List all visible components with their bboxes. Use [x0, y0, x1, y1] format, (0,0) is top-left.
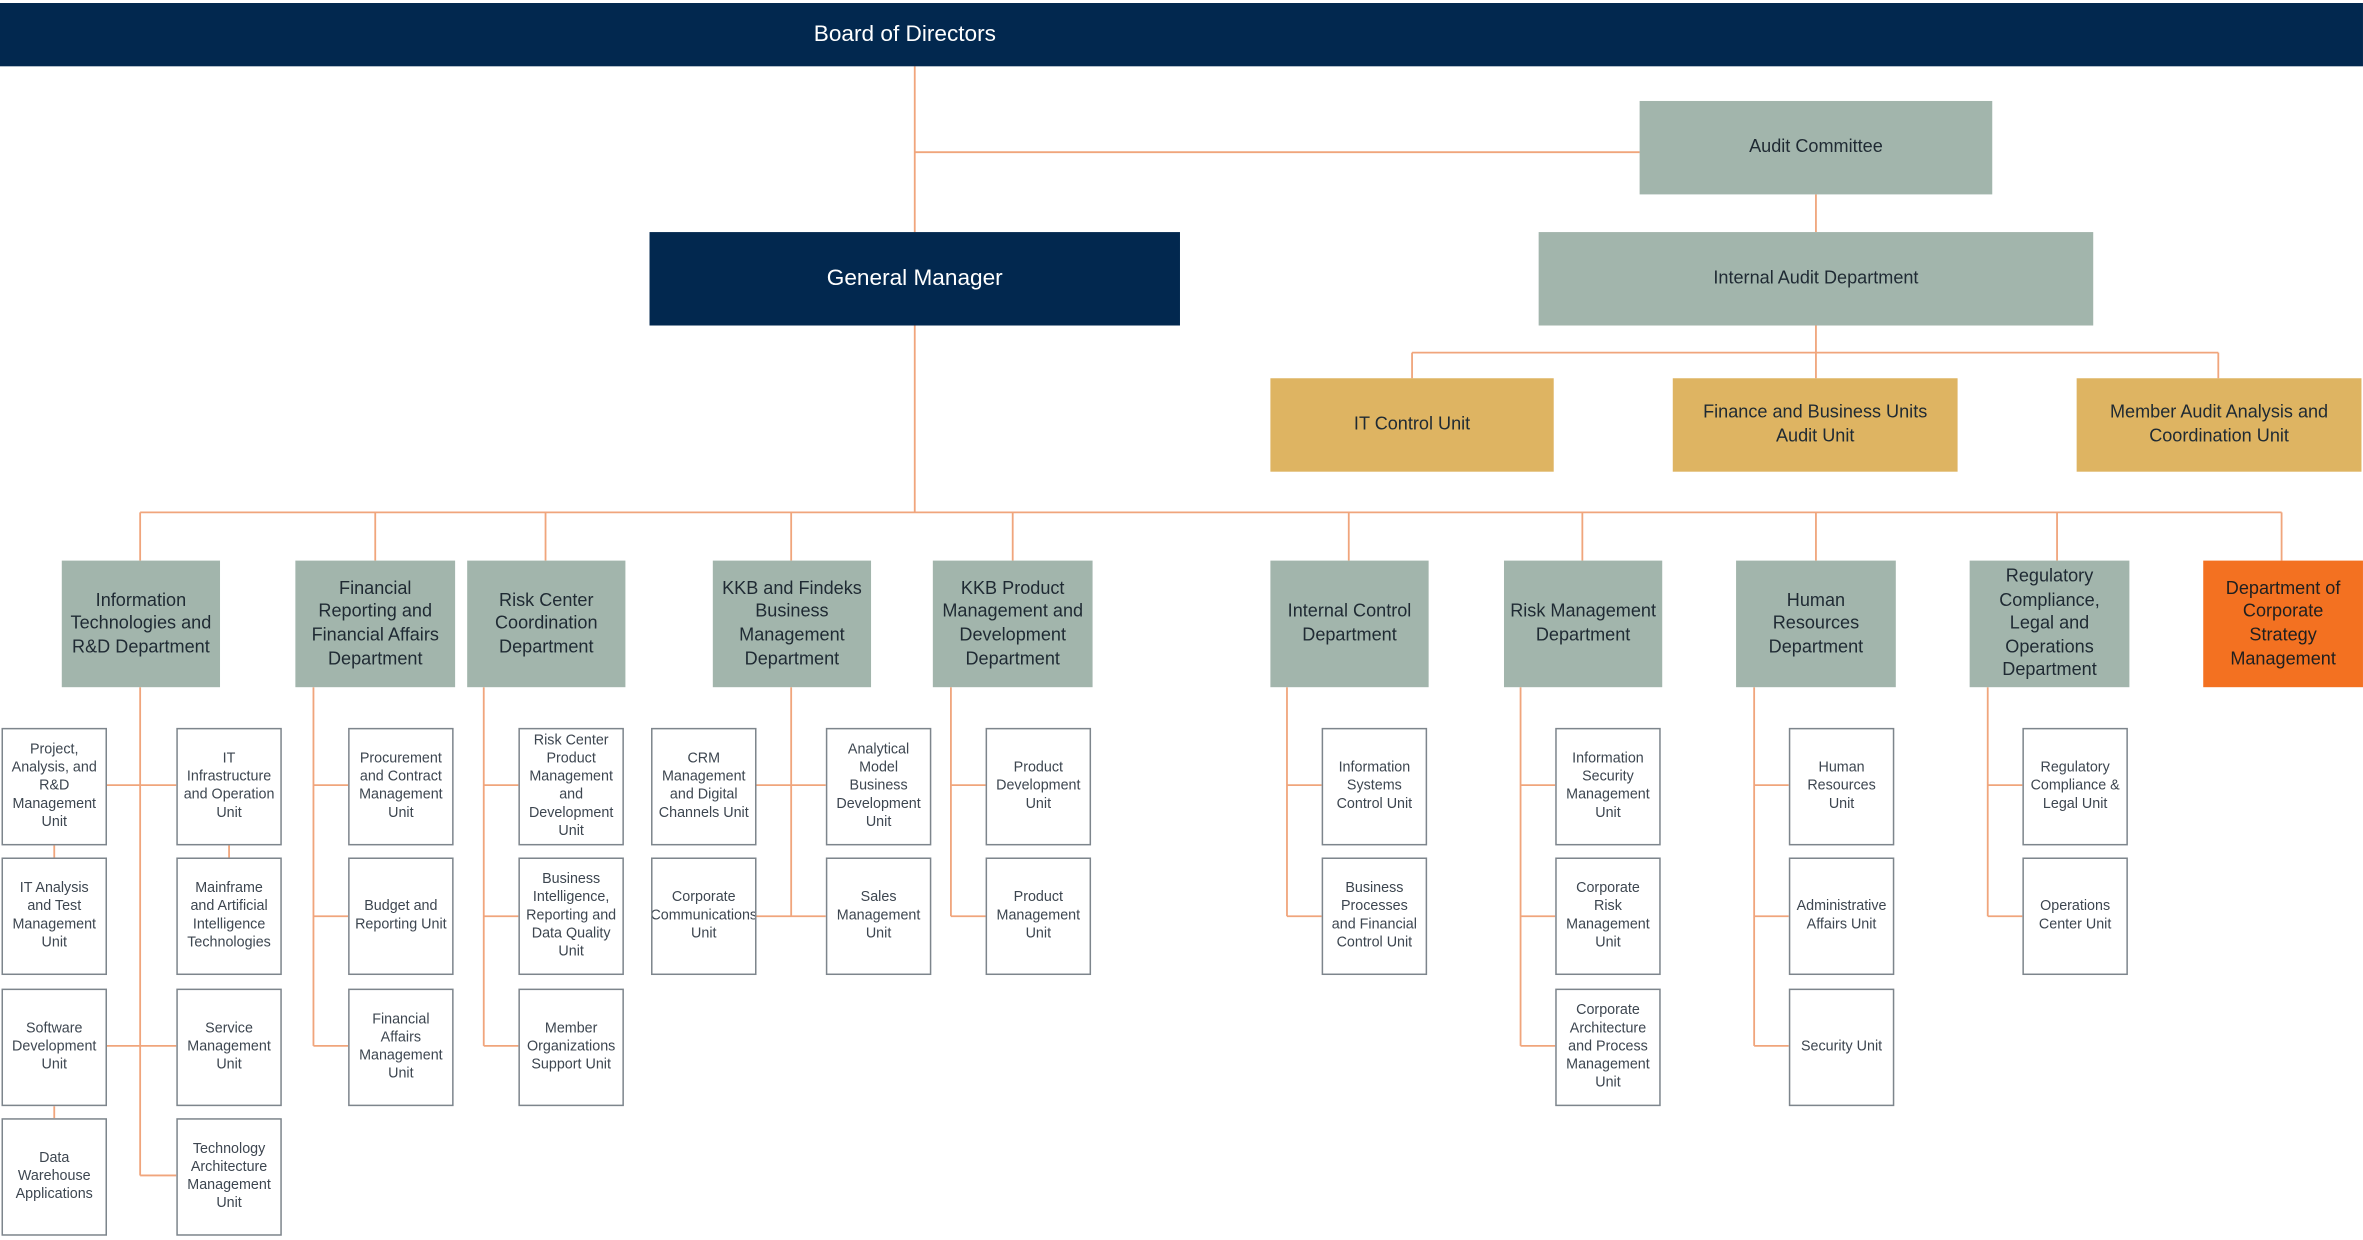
unit-box: Corporate Communications Unit — [651, 857, 757, 976]
unit-box: Member Organizations Support Unit — [518, 988, 624, 1107]
dept-regulatory-compliance: Regulatory Compliance, Legal and Operati… — [1969, 560, 2130, 688]
unit-box: Administrative Affairs Unit — [1788, 857, 1895, 976]
unit-box: Budget and Reporting Unit — [348, 857, 454, 976]
dept-internal-control: Internal Control Department — [1270, 560, 1429, 688]
dept-financial-reporting: Financial Reporting and Financial Affair… — [295, 560, 456, 688]
unit-box: Information Systems Control Unit — [1321, 727, 1428, 846]
unit-box: Corporate Risk Management Unit — [1555, 857, 1661, 976]
unit-box: CRM Management and Digital Channels Unit — [651, 727, 757, 846]
unit-box: Procurement and Contract Management Unit — [348, 727, 454, 846]
unit-box: Service Management Unit — [176, 988, 282, 1107]
it-control-unit-box: IT Control Unit — [1270, 378, 1554, 472]
dept-risk-management: Risk Management Department — [1503, 560, 1663, 688]
unit-box: Software Development Unit — [1, 988, 107, 1107]
unit-box: Business Processes and Financial Control… — [1321, 857, 1428, 976]
internal-audit-department-box: Internal Audit Department — [1538, 232, 2094, 326]
unit-box: Risk Center Product Management and Devel… — [518, 727, 624, 846]
unit-box: Sales Management Unit — [825, 857, 932, 976]
unit-box: Data Warehouse Applications — [1, 1118, 107, 1236]
unit-box: Product Development Unit — [985, 727, 1092, 846]
unit-box: Regulatory Compliance & Legal Unit — [2022, 727, 2128, 846]
member-audit-unit-box: Member Audit Analysis and Coordination U… — [2076, 378, 2362, 472]
unit-box: Project, Analysis, and R&D Management Un… — [1, 727, 107, 846]
board-of-directors-label: Board of Directors — [813, 21, 996, 48]
unit-box: Security Unit — [1788, 988, 1895, 1107]
unit-box: Product Management Unit — [985, 857, 1092, 976]
unit-box: Business Intelligence, Reporting and Dat… — [518, 857, 624, 976]
dept-corporate-strategy: Department of Corporate Strategy Managem… — [2203, 560, 2363, 688]
general-manager-box: General Manager — [649, 232, 1180, 326]
dept-information-technologies: Information Technologies and R&D Departm… — [61, 560, 221, 688]
unit-box: Technology Architecture Management Unit — [176, 1118, 282, 1236]
dept-kkb-findeks: KKB and Findeks Business Management Depa… — [712, 560, 872, 688]
finance-business-audit-unit-box: Finance and Business Units Audit Unit — [1672, 378, 1958, 472]
dept-human-resources: Human Resources Department — [1736, 560, 1896, 688]
unit-box: Mainframe and Artificial Intelligence Te… — [176, 857, 282, 976]
unit-box: Analytical Model Business Development Un… — [825, 727, 932, 846]
unit-box: Information Security Management Unit — [1555, 727, 1661, 846]
unit-box: Operations Center Unit — [2022, 857, 2128, 976]
unit-box: IT Analysis and Test Management Unit — [1, 857, 107, 976]
board-of-directors-box: Board of Directors — [0, 3, 2363, 67]
dept-kkb-product: KKB Product Management and Development D… — [932, 560, 1093, 688]
unit-box: Human Resources Unit — [1788, 727, 1895, 846]
unit-box: IT Infrastructure and Operation Unit — [176, 727, 282, 846]
unit-box: Financial Affairs Management Unit — [348, 988, 454, 1107]
unit-box: Corporate Architecture and Process Manag… — [1555, 988, 1661, 1107]
audit-committee-box: Audit Committee — [1639, 100, 1993, 195]
dept-risk-center-coordination: Risk Center Coordination Department — [467, 560, 626, 688]
